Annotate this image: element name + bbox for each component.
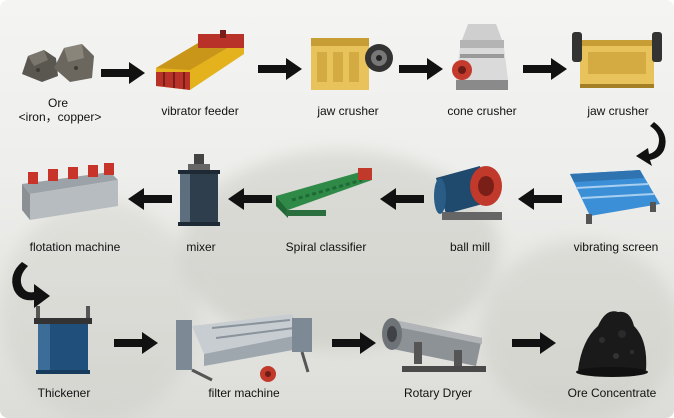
filter-machine-image [172, 304, 320, 386]
curved-arrow-down-icon [12, 262, 50, 308]
ore-sublabel: <iron，copper> [18, 110, 102, 124]
cone-crusher-label: cone crusher [447, 104, 517, 118]
vibrating-screen-image [566, 160, 664, 226]
rotary-dryer-image [378, 308, 496, 378]
mixer-image [174, 152, 224, 228]
arrow-right-icon [512, 332, 556, 354]
arrow-left-icon [228, 188, 272, 210]
background-hill-image [0, 200, 200, 418]
arrow-right-icon [258, 58, 302, 80]
vibrator-feeder-label: vibrator feeder [161, 104, 239, 118]
arrow-right-icon [332, 332, 376, 354]
spiral-classifier-image [272, 166, 376, 222]
arrow-right-icon [114, 332, 158, 354]
background-hill-image [480, 240, 674, 418]
vibrating-screen-label: vibrating screen [573, 240, 659, 254]
spiral-classifier-label: Spiral classifier [285, 240, 367, 254]
jaw-crusher-image [305, 24, 395, 96]
cone-crusher-image [446, 18, 518, 98]
arrow-left-icon [518, 188, 562, 210]
flotation-machine-image [18, 162, 122, 224]
ore-concentrate-label: Ore Concentrate [567, 386, 657, 400]
arrow-right-icon [101, 62, 145, 84]
thickener-label: Thickener [37, 386, 91, 400]
arrow-right-icon [523, 58, 567, 80]
thickener-image [30, 304, 96, 376]
jaw-crusher-label: jaw crusher [587, 104, 649, 118]
jaw-crusher-label: jaw crusher [317, 104, 379, 118]
jaw-crusher-image [570, 26, 664, 92]
ore-concentrate-image [572, 300, 652, 380]
curved-arrow-down-icon [636, 122, 666, 166]
rotary-dryer-label: Rotary Dryer [403, 386, 472, 400]
mixer-label: mixer [186, 240, 216, 254]
arrow-left-icon [128, 188, 172, 210]
filter-machine-label: filter machine [208, 386, 280, 400]
vibrator-feeder-image [150, 28, 250, 98]
ore-label: Ore [47, 96, 68, 110]
arrow-right-icon [399, 58, 443, 80]
arrow-left-icon [380, 188, 424, 210]
flotation-machine-label: flotation machine [29, 240, 121, 254]
ore-image [18, 38, 98, 86]
ball-mill-label: ball mill [449, 240, 490, 254]
ball-mill-image [428, 160, 512, 228]
